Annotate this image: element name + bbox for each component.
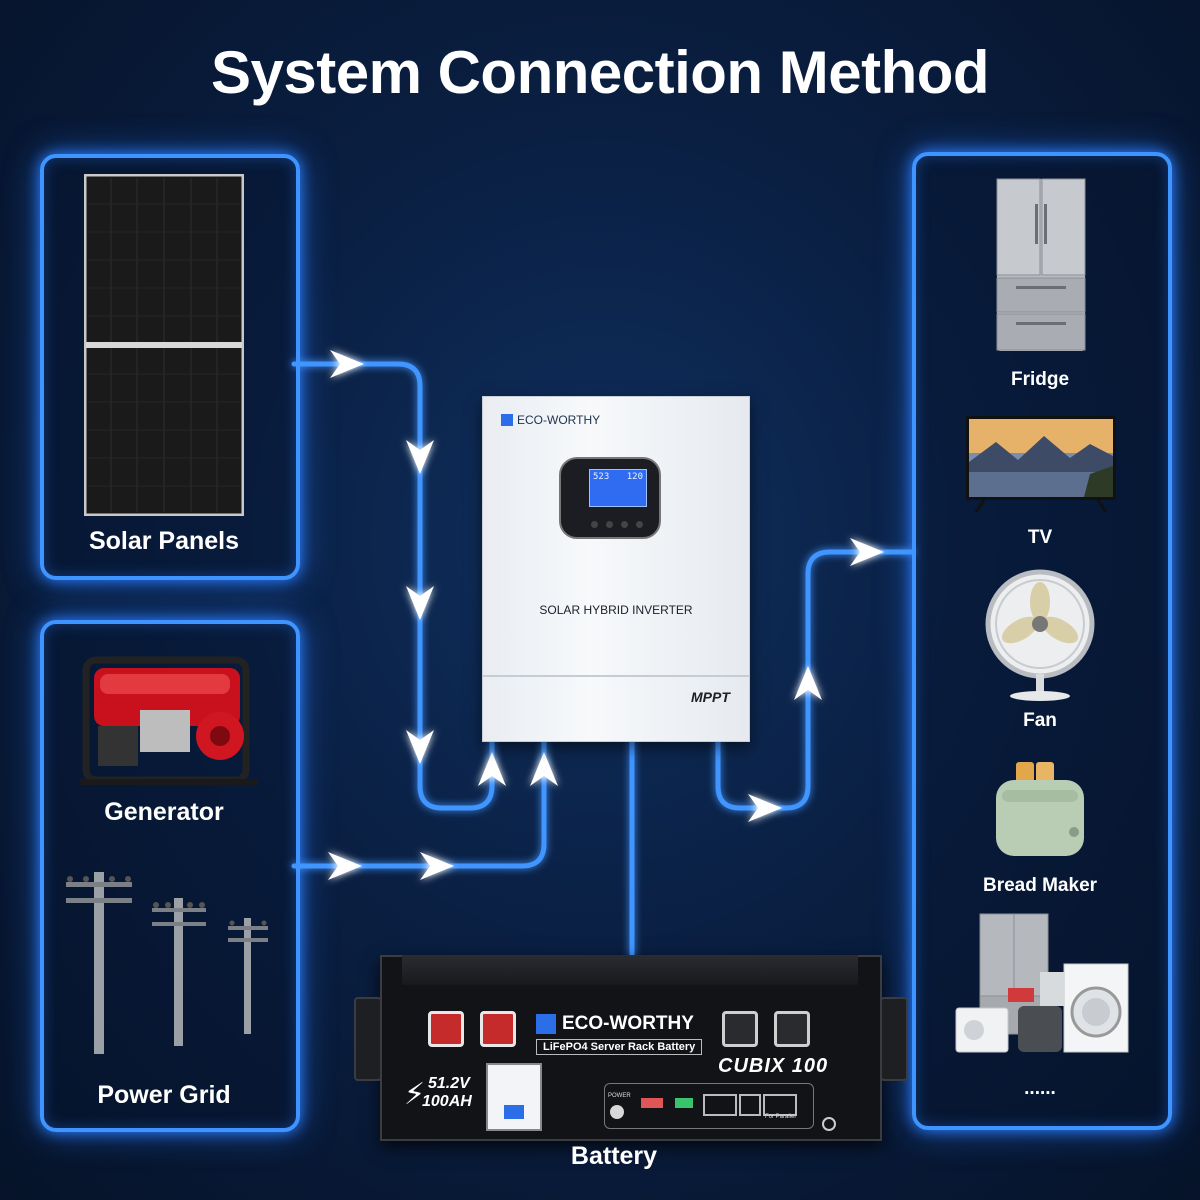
grid-line: [291, 737, 547, 869]
fridge-icon: [996, 178, 1086, 351]
negative-terminal: [722, 1011, 758, 1047]
arrow-icon: [330, 350, 364, 378]
comm-port[interactable]: [739, 1094, 761, 1116]
power-grid-label: Power Grid: [97, 1081, 231, 1109]
positive-terminal: [480, 1011, 516, 1047]
bread-maker-label: Bread Maker: [982, 875, 1098, 896]
rack-ear-right: [880, 997, 908, 1081]
inverter-button[interactable]: [621, 521, 628, 528]
brand-logo-icon: [536, 1014, 556, 1034]
ground-icon: [822, 1117, 836, 1131]
loads-line: [715, 549, 915, 811]
rack-battery: ECO-WORTHY LiFePO4 Server Rack Battery C…: [354, 955, 908, 1141]
inverter-name: SOLAR HYBRID INVERTER: [539, 603, 693, 617]
power-grid-icon: [66, 872, 268, 1054]
inverter-screen: 523 120: [589, 469, 647, 507]
tv-icon: [966, 416, 1116, 512]
inverter-mppt: MPPT: [691, 689, 730, 705]
page-title: System Connection Method: [210, 39, 990, 106]
inverter-button[interactable]: [636, 521, 643, 528]
arrow-icon: [406, 440, 434, 474]
breaker-switch: [504, 1105, 524, 1119]
fridge-label: Fridge: [1010, 369, 1070, 390]
screen-left-readout: 523: [593, 472, 610, 482]
battery-model: CUBIX 100: [718, 1055, 829, 1077]
inverter-brand: ECO-WORTHY: [517, 413, 601, 427]
rack-ear-left: [354, 997, 382, 1081]
battery-capacity: 100AH: [422, 1093, 472, 1110]
comm-port[interactable]: [703, 1094, 737, 1116]
power-button[interactable]: [610, 1105, 624, 1119]
arrow-icon: [478, 752, 506, 786]
battery-subtitle: LiFePO4 Server Rack Battery: [536, 1039, 703, 1055]
arrow-icon: [420, 852, 454, 880]
battery-label: Battery: [570, 1142, 658, 1170]
arrow-icon: [748, 794, 782, 822]
generator-label: Generator: [104, 798, 224, 826]
battery-brand: ECO-WORTHY: [562, 1013, 694, 1034]
arrow-icon: [530, 752, 558, 786]
dip-switch[interactable]: [641, 1098, 663, 1108]
arrow-icon: [850, 538, 884, 566]
arrow-icon: [794, 666, 822, 700]
inverter-display-panel: 523 120: [559, 457, 661, 539]
battery-breaker[interactable]: [486, 1063, 542, 1131]
generator-icon: [80, 656, 258, 785]
arrow-icon: [328, 852, 362, 880]
comm-port[interactable]: [763, 1094, 797, 1116]
power-label: POWER: [608, 1093, 631, 1099]
fan-icon: [985, 569, 1095, 701]
inverter-logo: ECO-WORTHY: [501, 413, 600, 427]
negative-terminal: [774, 1011, 810, 1047]
battery-control-panel: For Parallel: [604, 1083, 814, 1129]
brand-logo-icon: [501, 414, 513, 426]
positive-terminal: [428, 1011, 464, 1047]
inverter-divider: [483, 675, 749, 677]
tv-label: TV: [1027, 527, 1053, 548]
fan-label: Fan: [1023, 710, 1057, 731]
arrow-icon: [406, 586, 434, 620]
inverter-button[interactable]: [606, 521, 613, 528]
solar-panel-icon: [84, 174, 244, 516]
screen-right-readout: 120: [626, 472, 643, 482]
more-loads-label: ......: [1024, 1078, 1056, 1099]
bread-maker-icon: [996, 762, 1084, 856]
solar-line: [291, 361, 495, 811]
inverter-buttons: [591, 521, 643, 528]
hybrid-inverter: ECO-WORTHY 523 120 SOLAR HYBRID INVERTER…: [482, 396, 750, 742]
battery-logo: ECO-WORTHY: [536, 1013, 694, 1035]
battery-voltage: 51.2V: [428, 1075, 470, 1092]
solar-panels-label: Solar Panels: [88, 527, 240, 555]
bolt-icon: ⚡: [404, 1078, 426, 1111]
parallel-label: For Parallel: [765, 1114, 796, 1120]
inverter-button[interactable]: [591, 521, 598, 528]
status-leds: [675, 1098, 693, 1108]
appliances-icon: [955, 913, 1129, 1053]
arrow-icon: [406, 730, 434, 764]
battery-top-face: [402, 955, 858, 985]
